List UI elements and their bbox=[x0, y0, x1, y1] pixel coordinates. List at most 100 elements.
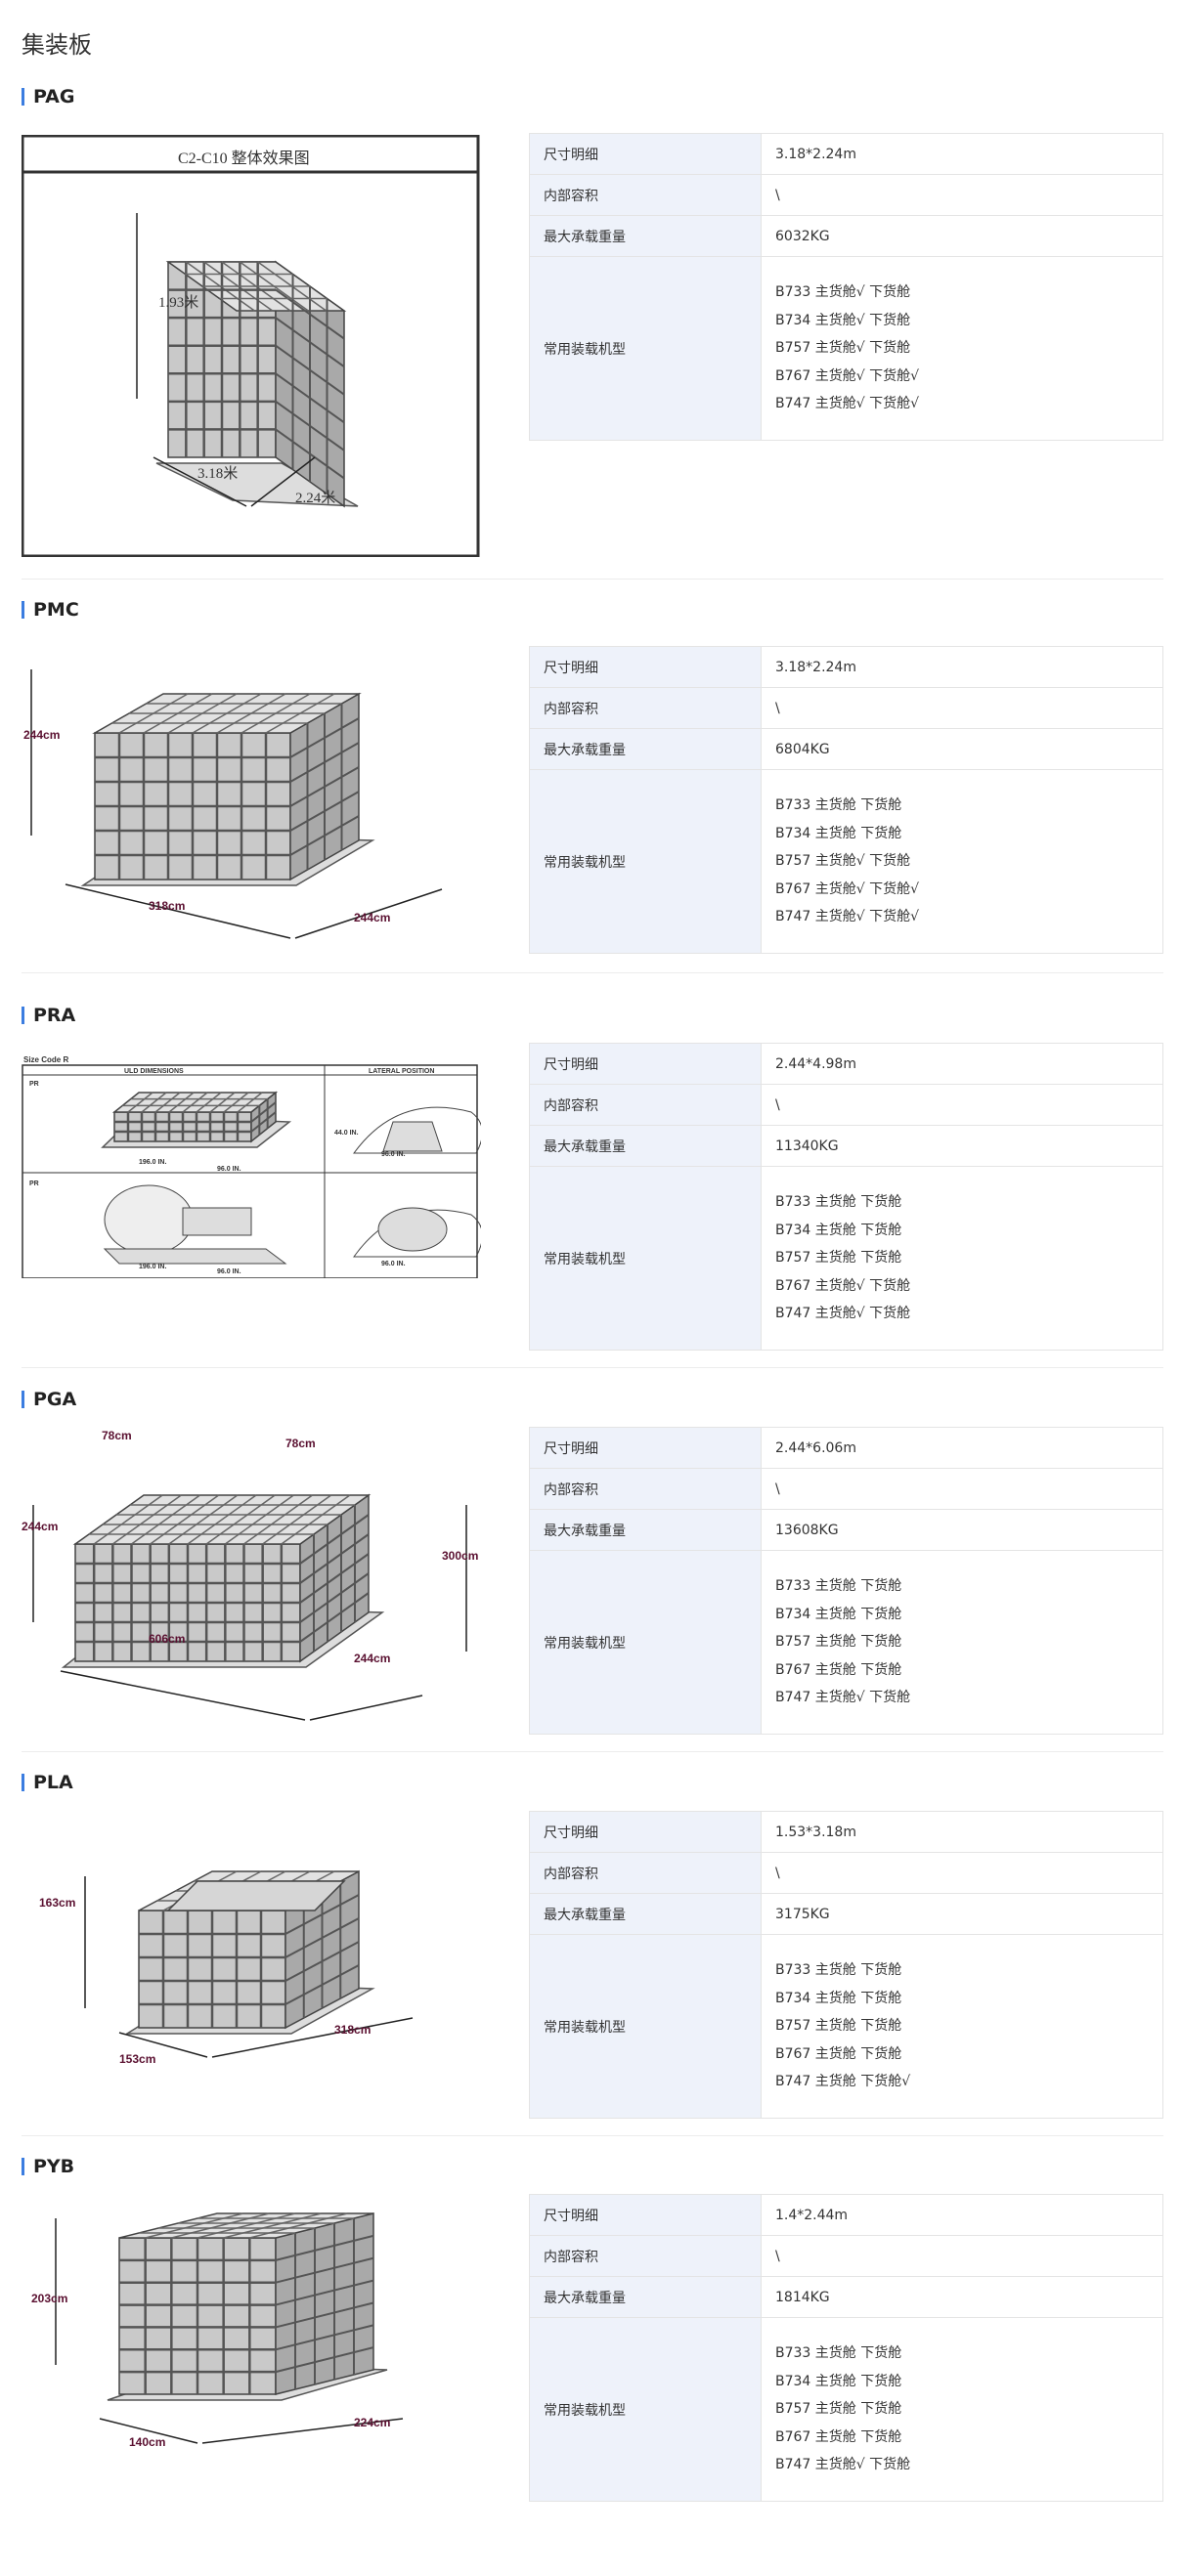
aircraft-item: B734 主货舱√ 下货舱 bbox=[775, 312, 911, 328]
row-label: 最大承载重量 bbox=[529, 1509, 762, 1551]
row-label: 内部容积 bbox=[529, 1084, 762, 1126]
aircraft-item: B747 主货舱 下货舱√ bbox=[775, 2074, 911, 2090]
net-strap bbox=[182, 1092, 208, 1113]
dimension-label: 163cm bbox=[39, 1896, 76, 1910]
aircraft-item: B767 主货舱√ 下货舱 bbox=[775, 1277, 911, 1294]
cargo-side bbox=[275, 2212, 374, 2395]
dimension-line bbox=[309, 1695, 423, 1721]
size-value: 2.44*4.98m bbox=[761, 1043, 1163, 1085]
net-strap bbox=[150, 1494, 220, 1545]
net-strap bbox=[281, 1494, 351, 1545]
volume-value: \ bbox=[761, 687, 1163, 729]
dimension-line bbox=[201, 2418, 404, 2444]
net-strap bbox=[275, 2234, 374, 2261]
net-strap bbox=[187, 1494, 257, 1545]
aircraft-item: B733 主货舱 下货舱 bbox=[775, 1962, 902, 1979]
section-divider bbox=[22, 1367, 1163, 1368]
dimension-label: 244cm bbox=[23, 728, 61, 742]
aircraft-item: B733 主货舱 下货舱 bbox=[775, 797, 902, 814]
pallet-drawing bbox=[22, 135, 480, 557]
dimension-line bbox=[99, 2418, 198, 2444]
row-label: 最大承载重量 bbox=[529, 215, 762, 257]
aircraft-item: B747 主货舱√ 下货舱 bbox=[775, 1690, 911, 1706]
table-row: 内部容积\ bbox=[529, 174, 1163, 216]
section-title-pla: PLA bbox=[22, 1772, 73, 1793]
max-load-value: 1814KG bbox=[761, 2276, 1163, 2318]
section-title-pyb: PYB bbox=[22, 2156, 74, 2177]
aircraft-item: B734 主货舱 下货舱 bbox=[775, 825, 902, 841]
table-row: 内部容积\ bbox=[529, 1852, 1163, 1894]
volume-value: \ bbox=[761, 2235, 1163, 2277]
row-label: 最大承载重量 bbox=[529, 1893, 762, 1935]
figure-frame bbox=[22, 135, 480, 557]
volume-value: \ bbox=[761, 174, 1163, 216]
aircraft-item: B733 主货舱 下货舱 bbox=[775, 2345, 902, 2362]
dimension-label: 96.0 IN. bbox=[381, 1261, 406, 1267]
pallet-drawing bbox=[32, 1493, 467, 1721]
dimension-label: 3.18米 bbox=[197, 466, 239, 482]
table-row: 内部容积\ bbox=[529, 2235, 1163, 2277]
pallet-base bbox=[155, 462, 359, 507]
row-label: 最大承载重量 bbox=[529, 1125, 762, 1167]
aircraft-item: B733 主货舱 下货舱 bbox=[775, 1578, 902, 1595]
net-strap bbox=[196, 1092, 222, 1113]
cargo-top bbox=[166, 1880, 346, 1911]
aircraft-item: B767 主货舱 下货舱 bbox=[775, 1661, 902, 1678]
table-row: 内部容积\ bbox=[529, 1084, 1163, 1126]
net-strap bbox=[299, 1572, 370, 1623]
dimension-label: 318cm bbox=[334, 2023, 372, 2037]
cargo-profile bbox=[377, 1207, 448, 1252]
table-row: 内部容积\ bbox=[529, 1468, 1163, 1510]
dimension-label: 300cm bbox=[442, 1549, 479, 1563]
size-value: 1.53*3.18m bbox=[761, 1811, 1163, 1853]
pallet-base bbox=[103, 1248, 287, 1265]
figure-row-label: PR bbox=[29, 1181, 39, 1187]
aircraft-item: B734 主货舱 下货舱 bbox=[775, 1222, 902, 1238]
dimension-label: 2.24米 bbox=[295, 491, 336, 506]
row-label: 尺寸明细 bbox=[529, 1043, 762, 1085]
aircraft-item: B757 主货舱 下货舱 bbox=[775, 2401, 902, 2418]
dimension-label: 1.93米 bbox=[158, 295, 199, 311]
section-title-pra: PRA bbox=[22, 1005, 75, 1026]
figure-caption: Size Code R bbox=[23, 1055, 69, 1064]
dimension-label: 606cm bbox=[149, 1632, 186, 1646]
net-strap bbox=[299, 1592, 370, 1643]
aircraft-item: B757 主货舱 下货舱 bbox=[775, 2018, 902, 2035]
section-title-pga: PGA bbox=[22, 1389, 76, 1410]
aircraft-item: B733 主货舱√ 下货舱 bbox=[775, 284, 911, 301]
section-divider bbox=[22, 1751, 1163, 1752]
dimension-line bbox=[60, 1670, 306, 1721]
engine-drawing bbox=[104, 1184, 194, 1255]
aircraft-item: B767 主货舱 下货舱 bbox=[775, 2428, 902, 2445]
uld-illustration: 163cm 153cm 318cm bbox=[22, 1813, 481, 2116]
dimension-line bbox=[118, 2032, 208, 2058]
row-label: 最大承载重量 bbox=[529, 2276, 762, 2318]
net-strap bbox=[275, 2256, 374, 2284]
aircraft-item: B734 主货舱 下货舱 bbox=[775, 1606, 902, 1622]
aircraft-item: B747 主货舱√ 下货舱√ bbox=[775, 396, 920, 412]
row-label: 尺寸明细 bbox=[529, 646, 762, 688]
dimension-label: 153cm bbox=[119, 2052, 156, 2066]
net-strap bbox=[145, 2212, 243, 2239]
row-label: 尺寸明细 bbox=[529, 2194, 762, 2236]
size-value: 1.4*2.44m bbox=[761, 2194, 1163, 2236]
dimension-label: 44.0 IN. bbox=[334, 1130, 359, 1137]
aircraft-item: B757 主货舱 下货舱 bbox=[775, 1634, 902, 1651]
net-strap bbox=[299, 1533, 370, 1584]
row-label: 常用装载机型 bbox=[529, 1934, 762, 2119]
page-title: 集装板 bbox=[22, 31, 92, 59]
volume-value: \ bbox=[761, 1468, 1163, 1510]
